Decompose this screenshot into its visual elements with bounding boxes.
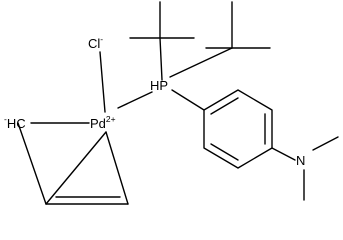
label-phosphorus: HP (150, 78, 168, 93)
bond-ch-c2 (17, 122, 47, 205)
bond-pd-cl (99, 51, 106, 113)
bond-ring-n (271, 147, 296, 161)
bond-p-tbu1 (159, 37, 163, 81)
bond-n-me1 (312, 136, 339, 151)
label-carbanion: -HC (4, 114, 26, 131)
bond-pd-c3 (105, 131, 129, 205)
bond-pd-c2 (45, 131, 107, 205)
ring-double-bond-1 (210, 97, 239, 115)
label-palladium: Pd2+ (90, 114, 116, 131)
benzene-ring (203, 89, 273, 169)
label-chloride: Cl- (88, 34, 103, 51)
bond-pd-p (117, 91, 153, 109)
chemical-structure: Cl- Pd2+ HP N -HC (4, 1, 339, 205)
label-nitrogen: N (296, 153, 305, 168)
bond-p-aryl (171, 89, 205, 111)
bond-p-tbu2 (169, 47, 233, 78)
ring-double-bond-3 (210, 143, 239, 161)
